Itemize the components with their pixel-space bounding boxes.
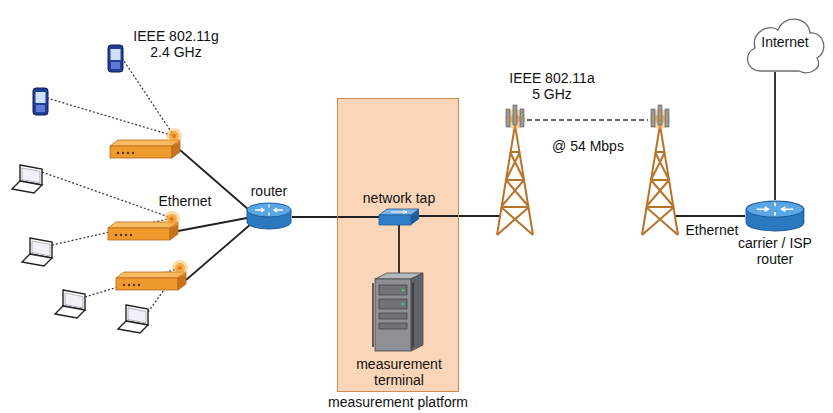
laptop [118,305,148,333]
smartphone [36,105,45,112]
network-tap: network tap [379,209,419,225]
server-icon [379,323,407,329]
radio-label: IEEE 802.11g 2.4 GHz [129,28,223,60]
access-point [172,260,188,276]
server-icon [379,285,407,295]
wireless-link [42,172,172,218]
radio-label: IEEE 802.11a 5 GHz [505,70,599,102]
router-icon [247,203,291,217]
node-label: measurement terminal [350,356,448,388]
ethernet-connector [774,72,776,200]
ethernet-cable [418,215,500,217]
link-label: Ethernet [159,193,212,209]
radio-tower [642,105,678,235]
node-label: network tap [363,190,435,206]
router-icon [746,201,803,217]
node-label: carrier / ISP router [737,235,813,267]
node-label: measurement platform [328,394,468,410]
smartphone [108,45,123,72]
router-icon [757,203,794,216]
router-icon [255,205,283,216]
access-point [166,128,182,144]
server-icon [402,303,405,306]
radio-tower [497,105,678,235]
radio-link [527,119,648,120]
access-point [116,272,186,290]
ethernet-cable [178,150,745,280]
node-label: Internet [761,34,808,50]
node-label: router [251,183,288,199]
platform-fill [337,98,459,392]
smartphone [33,45,123,115]
tap-icon [379,215,411,225]
laptop [55,290,85,318]
smartphone [36,92,46,103]
internet-cloud: Internet [742,8,828,72]
cloud-shape [748,19,824,73]
server-icon [379,313,407,319]
router-icon [246,202,292,230]
router-icon [745,200,805,232]
wireless-link [122,58,174,136]
ethernet-cable [186,224,251,280]
smartphone [111,49,121,60]
server-icon [375,279,411,351]
laptop [22,238,52,266]
link-label: Ethernet [686,222,739,238]
server-icon [402,289,405,292]
ethernet-connector [398,225,400,273]
smartphone [33,88,48,115]
router-node: router [246,202,292,230]
ethernet-cable [675,215,745,217]
ethernet-connector [292,216,379,218]
access-point [110,140,180,158]
carrier-router: carrier / ISP router [745,200,805,232]
measurement-terminal: measurement terminal [371,273,427,353]
measurement-platform: measurement platformnetwork tapmeasureme… [337,98,459,392]
ethernet-cable [178,218,247,231]
radio-tower [497,105,533,235]
tap-icon [391,211,407,214]
wireless-link [47,98,174,136]
smartphone [111,62,120,69]
server-icon [379,299,407,309]
access-point [164,211,180,227]
tap-icon [411,209,419,225]
tap-icon [379,209,419,225]
laptop [12,165,148,333]
server-icon [371,273,427,353]
platform-fill [337,98,459,392]
server-icon [373,283,413,347]
laptop [12,165,42,193]
radio-label: @ 54 Mbps [552,138,624,154]
radio-link [527,119,648,120]
access-point [108,128,188,290]
